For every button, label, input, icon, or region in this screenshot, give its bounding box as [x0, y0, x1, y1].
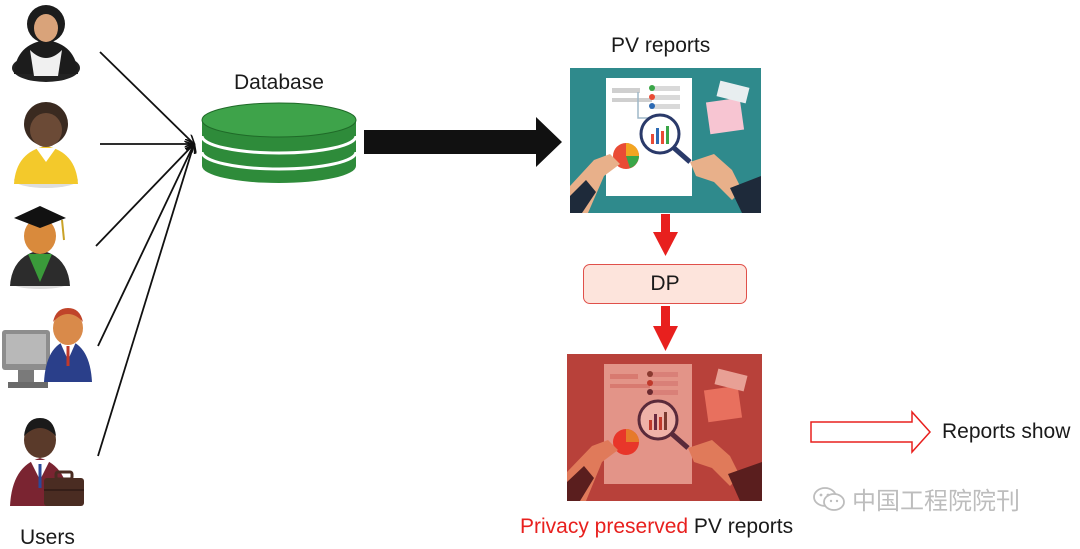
connection-line-user-5: [97, 144, 194, 457]
reports-show-arrow: [810, 410, 932, 454]
connection-line-user-3: [95, 144, 194, 247]
user-hijab-icon: [12, 5, 80, 82]
user-briefcase-icon: [10, 418, 84, 506]
database-to-reports-arrow: [364, 117, 562, 167]
privacy-preserved-label: Privacy preserved PV reports: [520, 516, 793, 537]
user-graduate-icon: [10, 206, 70, 289]
connection-line-user-1: [99, 51, 194, 144]
database-label: Database: [234, 71, 324, 94]
watermark-text: 中国工程院院刊: [852, 488, 1020, 515]
users-label: Users: [20, 526, 75, 549]
watermark: 中国工程院院刊: [812, 481, 1020, 516]
database-icon: [200, 102, 358, 183]
dp-to-privacy-arrow: [653, 306, 678, 351]
reports-show-label: Reports show: [942, 420, 1071, 443]
connection-line-user-4: [97, 144, 194, 347]
user-computer-icon: [2, 308, 92, 388]
dp-box: DP: [583, 264, 747, 304]
wechat-icon: [813, 486, 845, 511]
user-yellow-shirt-icon: [14, 102, 78, 188]
dp-label: DP: [650, 272, 680, 295]
pv-reports-label: PV reports: [611, 34, 711, 57]
privacy-preserved-illustration: [567, 354, 762, 501]
pv-reports-illustration: [570, 68, 761, 213]
privacy-preserved-pv-reports-text: PV reports: [688, 515, 794, 538]
privacy-preserved-red-text: Privacy preserved: [520, 515, 689, 538]
reports-to-dp-arrow: [653, 214, 678, 256]
user-connection-lines: [95, 51, 194, 457]
